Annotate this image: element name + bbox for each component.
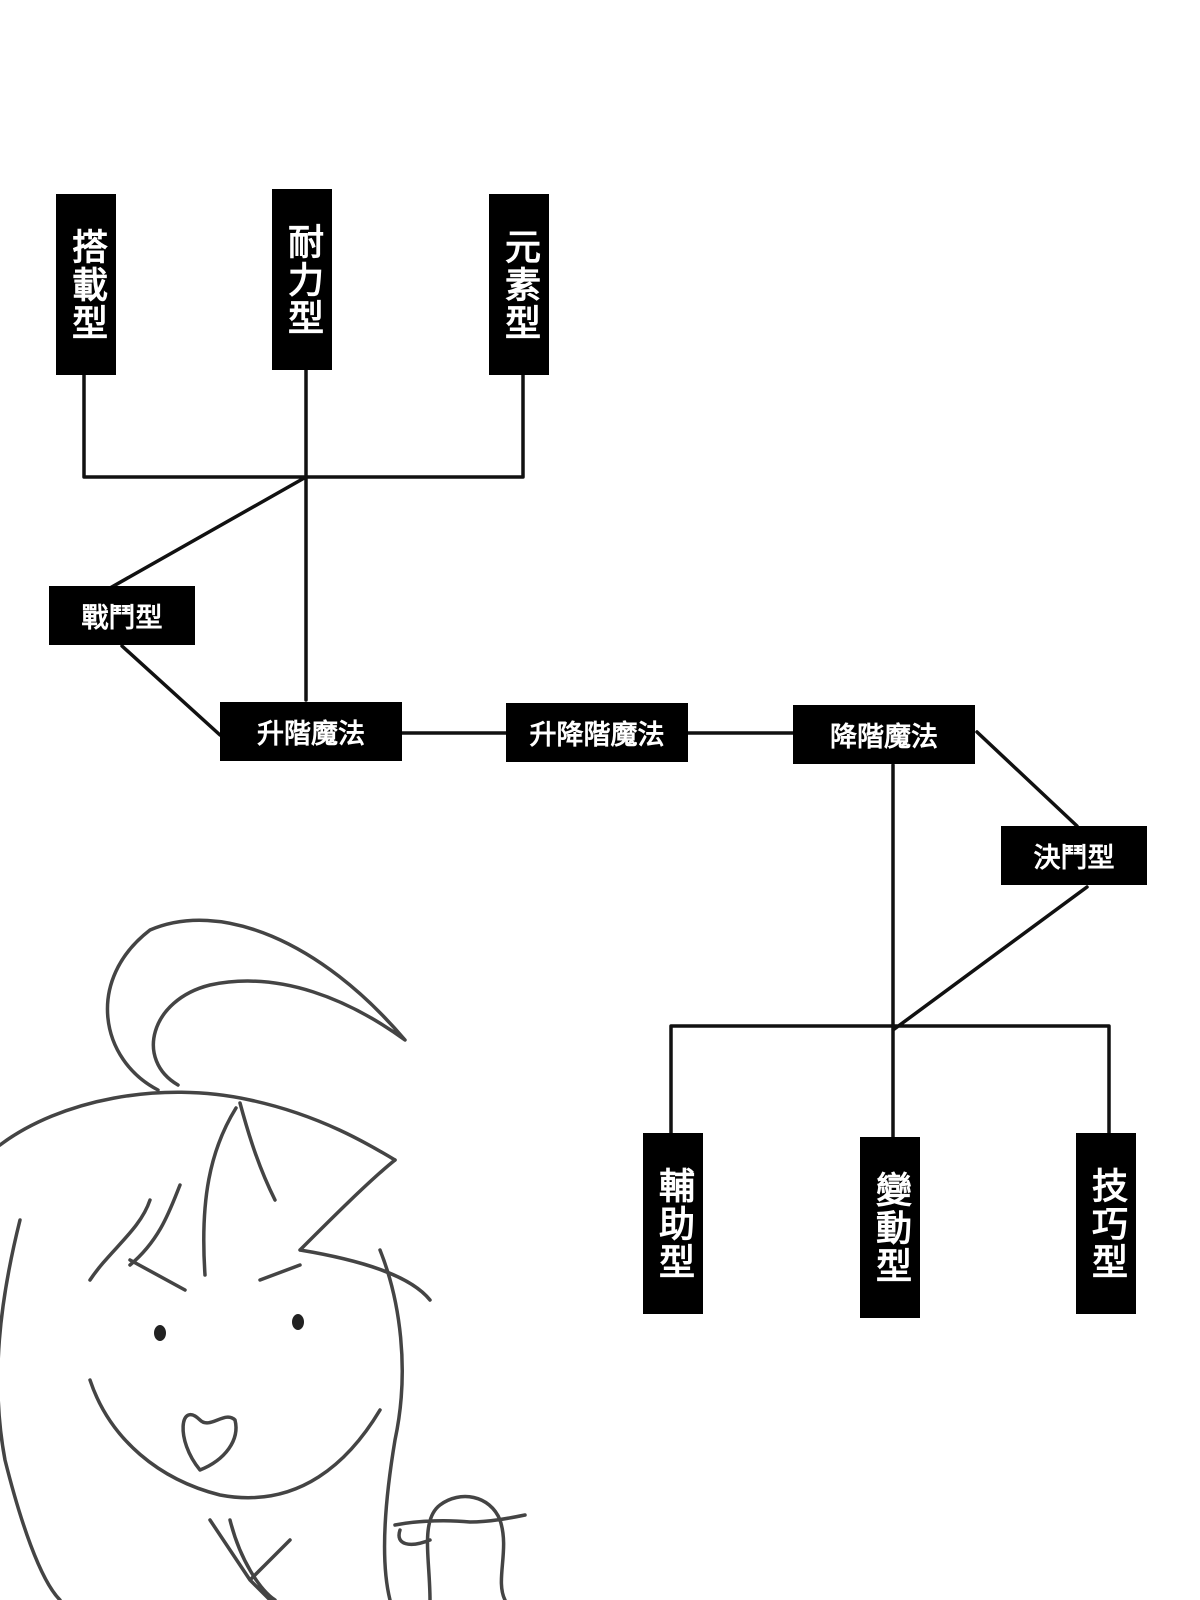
node-endurance-type: 耐力型 — [272, 189, 332, 370]
eye-left — [154, 1325, 166, 1341]
node-ascend-descend-magic: 升降階魔法 — [506, 703, 688, 762]
face-outline — [88, 1378, 382, 1500]
hair-side-left — [0, 1218, 62, 1600]
hair-ahoge — [105, 918, 407, 1092]
node-descend-magic: 降階魔法 — [793, 705, 975, 764]
node-ascend-magic: 升階魔法 — [220, 702, 402, 761]
collar — [208, 1518, 292, 1600]
connector-bottom-tree — [669, 730, 1111, 1139]
chibi-character-sketch — [0, 918, 527, 1600]
raised-hand — [393, 1494, 527, 1600]
node-support-type: 輔助型 — [643, 1133, 703, 1314]
node-element-type: 元素型 — [489, 194, 549, 375]
mouth — [181, 1412, 238, 1472]
eyebrow-right — [258, 1263, 302, 1282]
hair-strands — [88, 1101, 432, 1302]
node-variable-type: 變動型 — [860, 1137, 920, 1318]
node-battle-type: 戰鬥型 — [49, 586, 195, 645]
head-outline — [0, 1090, 397, 1162]
node-technique-type: 技巧型 — [1076, 1133, 1136, 1314]
eye-marks — [154, 1314, 304, 1341]
connector-top-tree — [82, 362, 525, 737]
hair-side-right — [378, 1248, 404, 1600]
eyebrow-left — [128, 1258, 187, 1292]
node-duel-type: 決鬥型 — [1001, 826, 1147, 885]
eye-right — [292, 1314, 304, 1330]
node-payload-type: 搭載型 — [56, 194, 116, 375]
